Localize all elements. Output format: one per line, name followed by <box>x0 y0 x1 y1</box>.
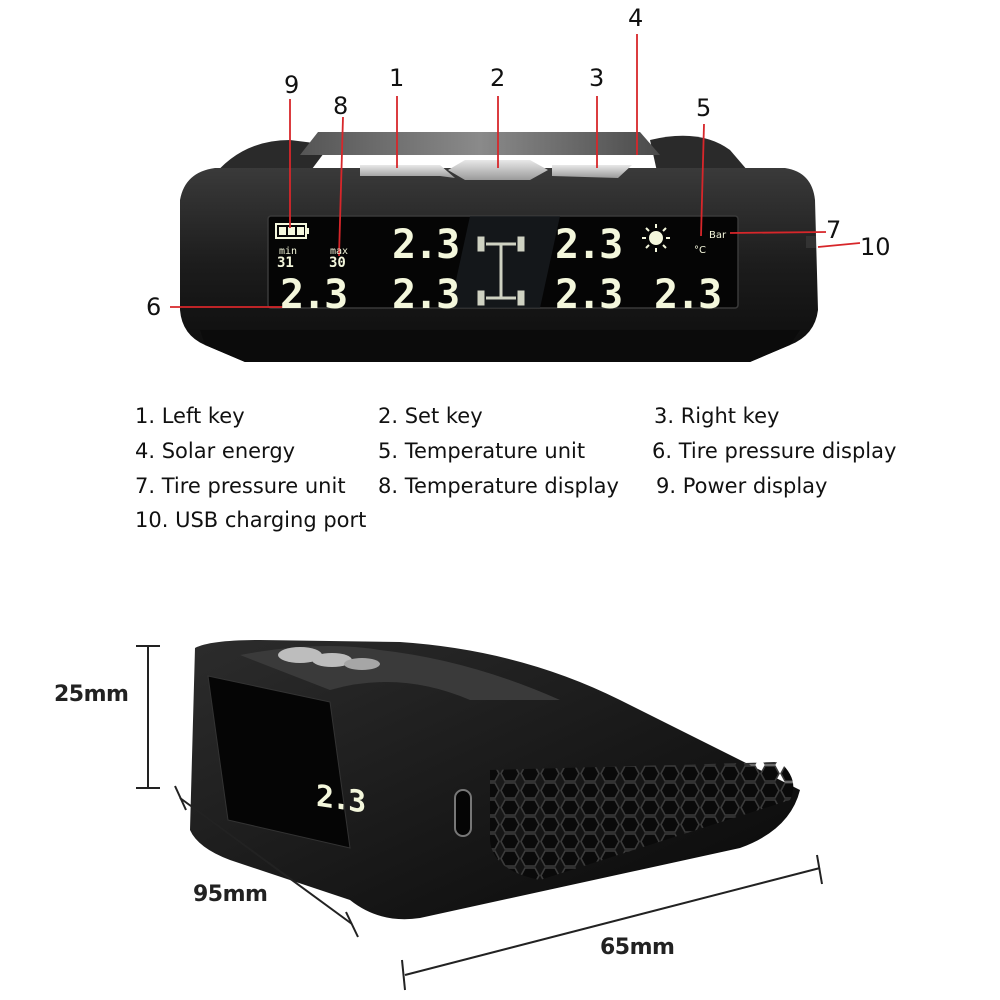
temp-unit-label: °C <box>694 245 706 256</box>
battery-icon <box>275 223 309 239</box>
callout-8: 8 <box>333 92 349 120</box>
set-key <box>448 160 548 180</box>
side-device <box>190 640 800 920</box>
side-reading: 2.3 <box>316 778 365 821</box>
pressure-unit-label: Bar <box>709 230 727 241</box>
callout-10: 10 <box>860 233 891 261</box>
callout-7: 7 <box>826 216 842 244</box>
pressure-reading-rl: 2.3 <box>392 272 460 318</box>
solar-panel <box>300 132 660 155</box>
callout-9: 9 <box>284 71 300 99</box>
dimension-height: 25mm <box>54 682 129 707</box>
callout-5: 5 <box>696 94 712 122</box>
callout-2: 2 <box>490 64 506 92</box>
min-value: 31 <box>277 255 294 271</box>
pressure-reading-rr: 2.3 <box>555 272 623 318</box>
dimension-lines <box>136 645 823 991</box>
dimension-length: 95mm <box>193 882 268 907</box>
right-key <box>552 165 632 178</box>
side-lcd <box>207 675 351 849</box>
callout-4: 4 <box>628 4 644 32</box>
pressure-reading-main: 2.3 <box>280 272 348 318</box>
callout-3: 3 <box>589 64 605 92</box>
callout-6: 6 <box>146 293 162 321</box>
max-label: max <box>330 246 349 257</box>
max-value: 30 <box>329 255 346 271</box>
dimension-width: 65mm <box>600 935 675 960</box>
callout-1: 1 <box>389 64 405 92</box>
pressure-reading-fr: 2.3 <box>555 222 623 268</box>
pressure-reading-fl: 2.3 <box>392 222 460 268</box>
callout-lines <box>170 34 861 308</box>
usb-port <box>454 789 472 837</box>
left-key <box>360 165 455 178</box>
sun-icon <box>642 224 670 252</box>
honeycomb-panel <box>490 762 794 880</box>
front-device <box>180 132 818 362</box>
car-icon <box>477 236 525 306</box>
temperature-reading: 2.3 <box>654 272 722 318</box>
min-label: min <box>279 246 298 257</box>
